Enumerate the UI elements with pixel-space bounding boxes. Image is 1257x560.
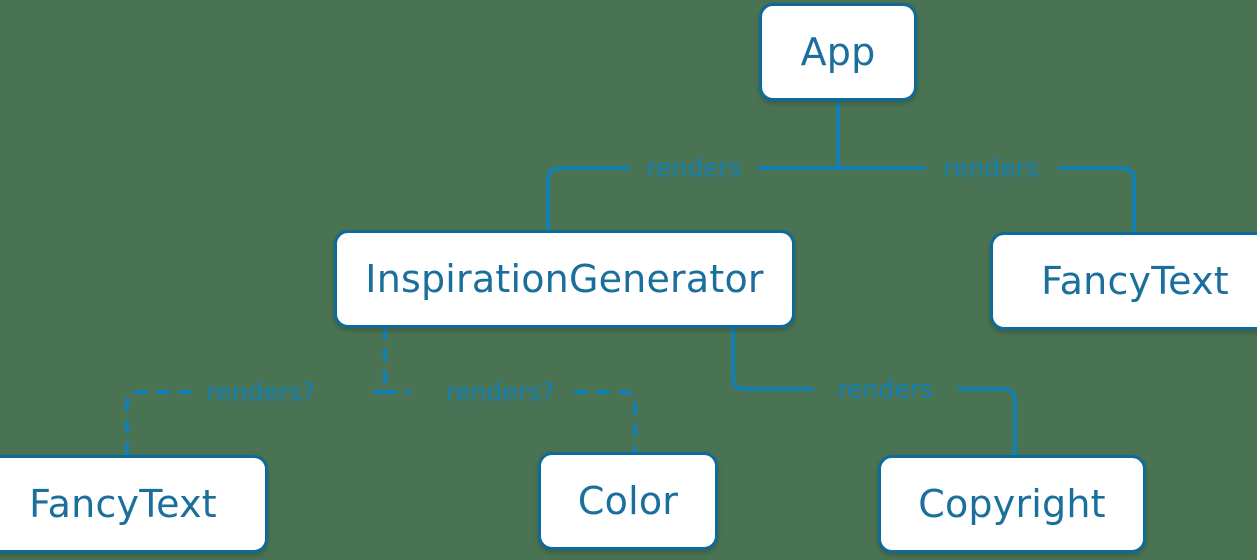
node-fancytext-bottom[interactable]: FancyText: [0, 455, 268, 553]
edge-inspirationgenerator-to-copyright-seg-b: [957, 387, 1017, 457]
edge-inspirationgenerator-to-color-dashed-seg-b: [574, 390, 637, 454]
edge-app-to-fancytext-seg-b: [1058, 166, 1136, 234]
edge-label-app-to-inspirationgenerator: renders: [646, 153, 742, 183]
edge-app-to-inspirationgenerator-seg-b: [546, 166, 630, 232]
node-color[interactable]: Color: [538, 452, 718, 550]
node-app-label: App: [800, 30, 876, 74]
edge-label-inspirationgenerator-to-fancytext: renders?: [206, 377, 316, 407]
node-color-label: Color: [577, 479, 679, 523]
node-fancytext-bottom-label: FancyText: [29, 482, 217, 526]
node-copyright-label: Copyright: [918, 482, 1106, 526]
node-inspirationgenerator[interactable]: InspirationGenerator: [334, 230, 795, 328]
node-fancytext-right-label: FancyText: [1041, 259, 1229, 303]
node-app[interactable]: App: [759, 3, 917, 101]
edge-label-inspirationgenerator-to-color: renders?: [445, 377, 555, 407]
node-inspirationgenerator-label: InspirationGenerator: [365, 257, 764, 301]
node-fancytext-right[interactable]: FancyText: [990, 232, 1257, 330]
node-copyright[interactable]: Copyright: [878, 455, 1146, 553]
edge-label-inspirationgenerator-to-copyright: renders: [837, 374, 933, 404]
edge-label-app-to-fancytext: renders: [943, 153, 1039, 183]
edge-inspirationgenerator-to-copyright-seg-a: [731, 326, 814, 391]
edge-inspirationgenerator-to-fancytext-dashed-seg-b: [125, 390, 192, 457]
